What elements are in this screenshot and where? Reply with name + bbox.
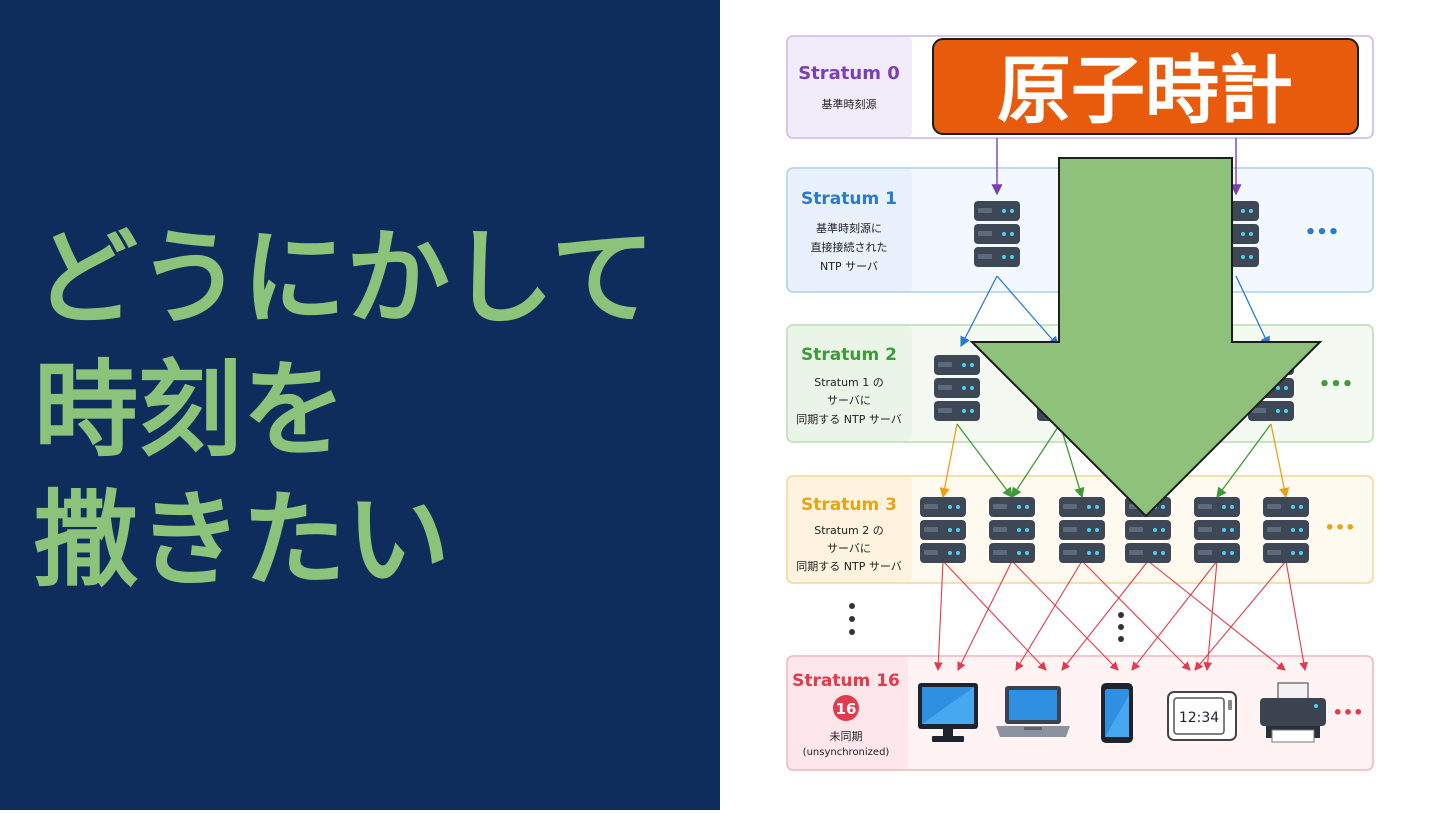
stratum-16-badge-text: 16 (836, 700, 857, 718)
arrows-stratum-1-to-2 (960, 275, 1270, 348)
big-down-arrow-icon (969, 157, 1323, 518)
stratum-3-desc-2: サーバに (827, 542, 871, 555)
stratum-16-title: Stratum 16 (792, 671, 900, 691)
headline-line-2: 時刻を (34, 349, 347, 471)
stratum-1-desc-3: NTP サーバ (820, 260, 878, 273)
smartphone-icon (1101, 683, 1133, 743)
stratum-3-desc-1: Stratum 2 の (814, 524, 884, 537)
stratum-1-desc-2: 直接接続された (811, 240, 888, 254)
headline-panel: どうにかして 時刻を 撒きたい (0, 0, 720, 810)
stratum-3-title: Stratum 3 (801, 495, 897, 515)
headline-line-1: どうにかして (34, 217, 655, 339)
stratum-0-title: Stratum 0 (798, 63, 900, 84)
stratum-3-more: ••• (1325, 518, 1356, 537)
atomic-clock-label: 原子時計 (997, 48, 1293, 134)
stratum-16-desc-2: (unsynchronized) (803, 747, 890, 758)
laptop-icon (996, 686, 1070, 737)
stratum-16-desc-1: 未同期 (830, 730, 863, 743)
stratum-3-desc-3: 同期する NTP サーバ (796, 560, 901, 573)
stratum-2-more: ••• (1319, 374, 1354, 395)
server-stratum-3-e-icon (1194, 497, 1240, 563)
server-stratum-2-a-icon (934, 355, 980, 421)
printer-icon (1260, 682, 1326, 743)
stratum-16-more: ••• (1333, 703, 1364, 722)
digital-clock-time: 12:34 (1179, 710, 1219, 726)
stratum-1-title: Stratum 1 (801, 189, 897, 209)
server-stratum-3-b-icon (989, 497, 1035, 563)
stratum-2-desc-2: サーバに (827, 394, 871, 407)
arrows-stratum-3-to-16 (933, 560, 1309, 672)
server-stratum-1-a-icon (974, 201, 1020, 267)
digital-clock-icon: 12:34 (1167, 691, 1237, 741)
stratum-2-title: Stratum 2 (801, 345, 897, 365)
stratum-1-desc-1: 基準時刻源に (816, 221, 882, 235)
stratum-1-more: ••• (1305, 222, 1340, 243)
stratum-0-desc: 基準時刻源 (822, 97, 877, 111)
arrows-stratum-0-to-1 (991, 138, 1242, 196)
stratum-2-desc-3: 同期する NTP サーバ (796, 413, 901, 426)
stratum-diagram: Stratum 0 基準時刻源 Stratum 1 基準時刻源に 直接接続された… (720, 0, 1440, 810)
server-stratum-3-a-icon (920, 497, 966, 563)
stratum-2-desc-1: Stratum 1 の (814, 376, 884, 389)
vertical-ellipsis-left (849, 603, 855, 635)
server-stratum-3-c-icon (1059, 497, 1105, 563)
atomic-clock-banner: 原子時計 (932, 38, 1359, 135)
stratum-diagram-svg: Stratum 0 基準時刻源 Stratum 1 基準時刻源に 直接接続された… (786, 35, 1374, 771)
headline-line-3: 撒きたい (34, 479, 451, 601)
monitor-icon (918, 683, 978, 742)
vertical-ellipsis-middle (1118, 612, 1124, 642)
server-stratum-3-f-icon (1263, 497, 1309, 563)
arrows-stratum-2-to-3 (939, 423, 1290, 499)
stratum-16-badge (833, 695, 859, 721)
